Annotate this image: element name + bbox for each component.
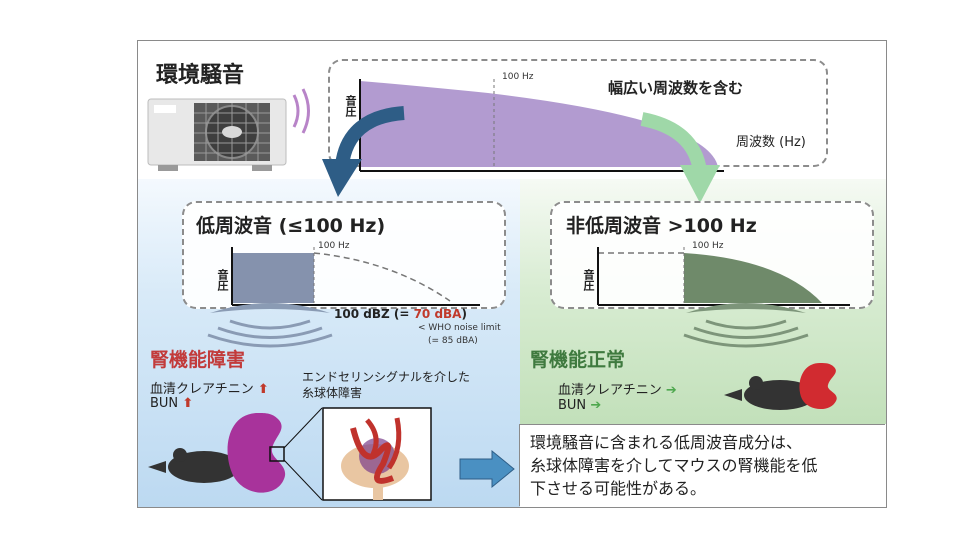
- kidney-icon: [227, 413, 286, 493]
- kidney-icon: [799, 363, 837, 410]
- low-creatinine-label: 血清クレアチニン ⬆: [150, 378, 269, 397]
- low-100hz-label: 100 Hz: [318, 241, 350, 251]
- bun-text: BUN: [150, 396, 179, 411]
- zoom-lines: [283, 407, 323, 501]
- right-arrow-icon: ➔: [590, 398, 602, 413]
- mechanism-line2: 糸球体障害: [302, 386, 363, 400]
- mouse-icon: [724, 376, 816, 410]
- who-limit-line2: (= 85 dBA): [428, 336, 478, 346]
- creatinine-text: 血清クレアチニン: [558, 383, 662, 398]
- low-frequency-title: 低周波音 (≤100 Hz): [196, 215, 386, 237]
- high-y-axis-label: 音圧: [582, 269, 595, 291]
- creatinine-text: 血清クレアチニン: [150, 382, 254, 397]
- summary-line2: 糸球体障害を介してマウスの腎機能を低: [530, 456, 818, 475]
- up-arrow-icon: ⬆: [257, 382, 269, 397]
- top-100hz-label: 100 Hz: [502, 72, 534, 82]
- low-bun-label: BUN ⬆: [150, 396, 193, 411]
- bun-text: BUN: [558, 398, 587, 413]
- level-suffix: ): [461, 307, 467, 321]
- top-y-axis-label: 音圧: [344, 95, 357, 117]
- summary-line1: 環境騒音に含まれる低周波音成分は、: [530, 433, 803, 452]
- air-conditioner-icon: [147, 98, 287, 171]
- mechanism-text: エンドセリンシグナルを介した 糸球体障害: [302, 369, 470, 401]
- environmental-noise-title: 環境騒音: [156, 63, 245, 88]
- low-y-axis-label: 音圧: [216, 269, 229, 291]
- low-level-text: 100 dBZ (= 70 dBA): [334, 307, 467, 321]
- who-limit-line1: < WHO noise limit: [418, 323, 501, 333]
- mechanism-line1: エンドセリンシグナルを介した: [302, 370, 471, 384]
- kidney-normal-title: 腎機能正常: [530, 349, 626, 371]
- conclusion-arrow-icon: [459, 449, 515, 489]
- arrow-to-high-frequency: [640, 112, 720, 203]
- broadband-label: 幅広い周波数を含む: [608, 79, 744, 97]
- high-100hz-label: 100 Hz: [692, 241, 724, 251]
- low-speaker-wave-icon: [207, 303, 333, 348]
- high-bun-label: BUN ➔: [558, 398, 601, 413]
- top-x-axis-label: 周波数 (Hz): [736, 135, 806, 150]
- high-creatinine-label: 血清クレアチニン ➔: [558, 379, 677, 398]
- right-arrow-icon: ➔: [665, 383, 677, 398]
- summary-box: 環境騒音に含まれる低周波音成分は、 糸球体障害を介してマウスの腎機能を低 下させ…: [519, 424, 885, 506]
- figure-frame: 環境騒音 100 Hz 音圧 幅広い周波数を含む 周波数 (Hz): [137, 40, 887, 508]
- level-prefix: 100 dBZ (=: [334, 307, 414, 321]
- arrow-to-low-frequency: [322, 106, 405, 197]
- high-speaker-wave-icon: [683, 303, 809, 348]
- up-arrow-icon: ⬆: [182, 396, 194, 411]
- kidney-dysfunction-title: 腎機能障害: [150, 349, 246, 371]
- glomerulus-icon: [322, 407, 432, 501]
- low-frequency-chart: [231, 247, 480, 306]
- level-value: 70 dBA: [413, 307, 462, 321]
- non-low-frequency-title: 非低周波音 >100 Hz: [566, 215, 757, 237]
- summary-line3: 下させる可能性がある。: [530, 479, 707, 498]
- sound-wave-icon: [292, 88, 310, 134]
